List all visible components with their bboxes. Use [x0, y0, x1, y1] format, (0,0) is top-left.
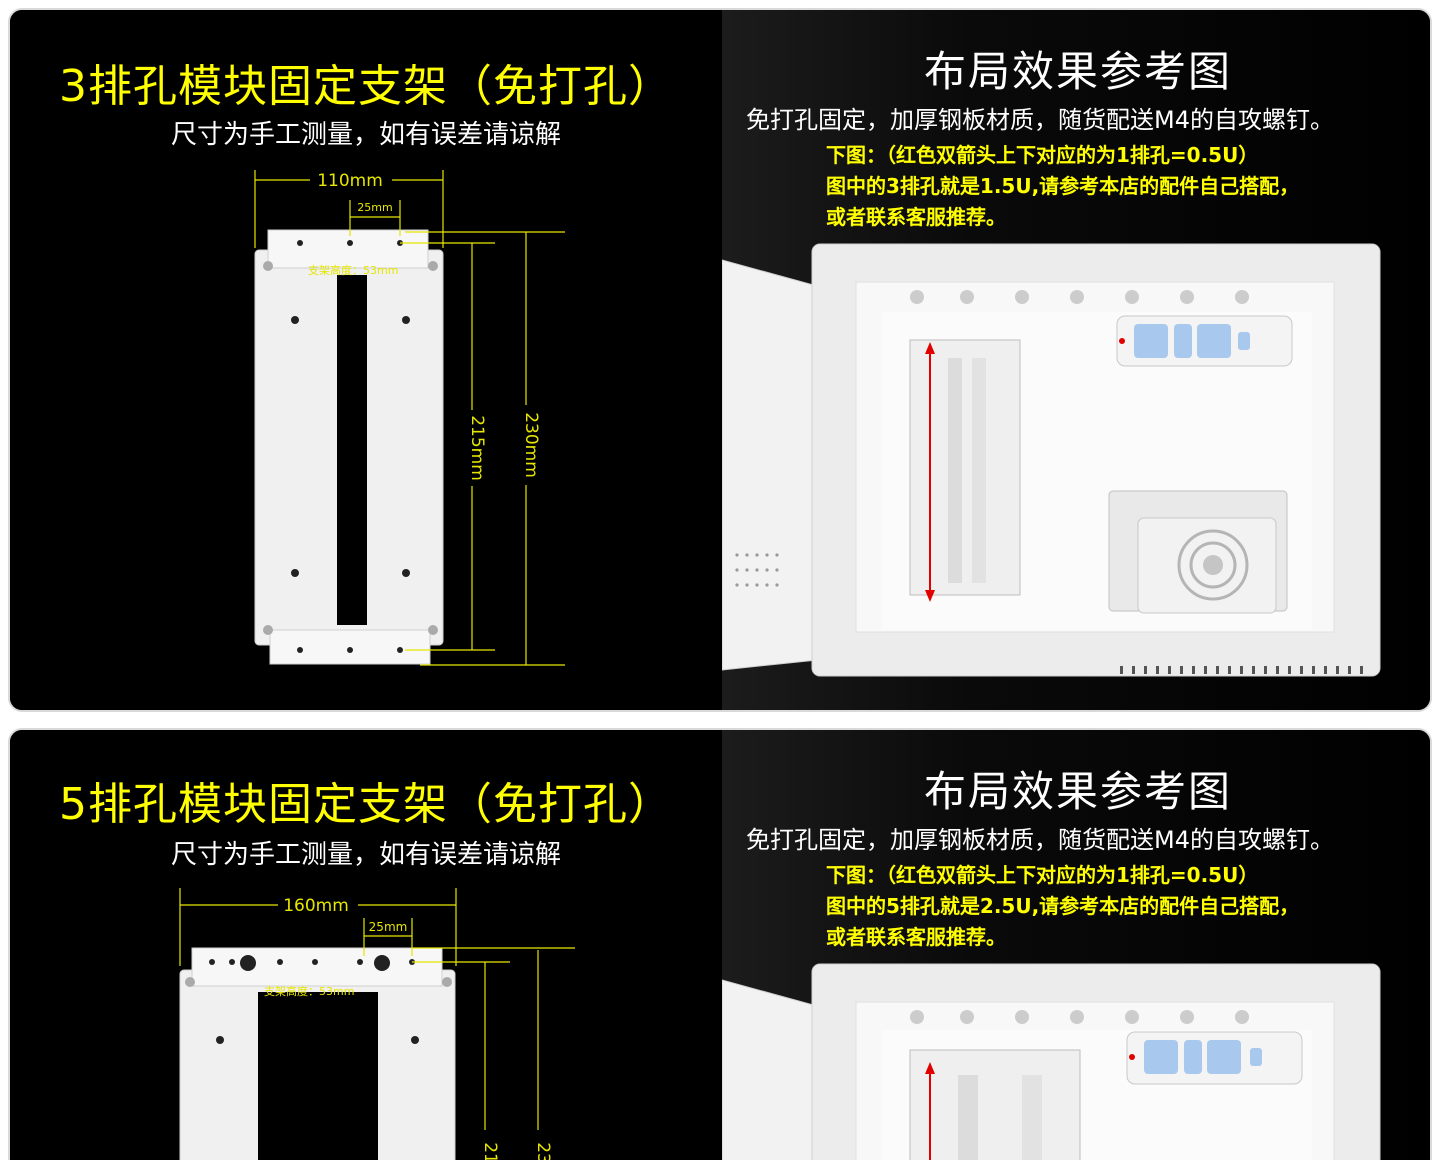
- bracket-height-label: 支架高度：53mm: [308, 263, 398, 277]
- panel-title: 3排孔模块固定支架（免打孔）: [59, 61, 673, 112]
- hole-spacing-label: 25mm: [369, 920, 408, 934]
- note-line-1: 下图：（红色双箭头上下对应的为1排孔=0.5U）: [826, 143, 1259, 167]
- note-line-3: 或者联系客服推荐。: [826, 925, 1006, 949]
- dimension-lines: [254, 170, 565, 666]
- dimension-lines: [179, 888, 575, 1130]
- dimension-section: 3排孔模块固定支架（免打孔） 尺寸为手工测量，如有误差请谅解: [10, 10, 722, 710]
- note-line-2: 图中的3排孔就是1.5U,请参考本店的配件自己搭配，: [826, 174, 1300, 198]
- bracket-diagram: 160mm 25mm 支架高度：53mm 215mm 230mm: [179, 888, 575, 1160]
- dimension-section: 5排孔模块固定支架（免打孔） 尺寸为手工测量，如有误差请谅解: [10, 730, 722, 1160]
- panel-subtitle: 尺寸为手工测量，如有误差请谅解: [170, 120, 561, 150]
- panel-subtitle: 尺寸为手工测量，如有误差请谅解: [170, 840, 561, 870]
- layout-reference-section: 布局效果参考图 免打孔固定，加厚钢板材质，随货配送M4的自攻螺钉。 下图：（红色…: [722, 10, 1430, 710]
- installed-bracket: [909, 339, 1021, 596]
- reference-note: 下图：（红色双箭头上下对应的为1排孔=0.5U） 图中的3排孔就是1.5U,请参…: [826, 140, 1299, 233]
- note-line-2: 图中的5排孔就是2.5U,请参考本店的配件自己搭配，: [826, 894, 1300, 918]
- outer-height-label: 230mm: [533, 1142, 553, 1160]
- inner-height-label: 215mm: [467, 415, 487, 481]
- note-line-1: 下图：（红色双箭头上下对应的为1排孔=0.5U）: [826, 863, 1259, 887]
- width-label: 160mm: [283, 896, 349, 916]
- installed-bracket: [909, 1049, 1081, 1160]
- panel-title: 5排孔模块固定支架（免打孔）: [59, 779, 673, 830]
- hole-spacing-label: 25mm: [357, 201, 392, 214]
- product-panel-3-row: 3排孔模块固定支架（免打孔） 尺寸为手工测量，如有误差请谅解: [8, 8, 1432, 712]
- reference-subtitle: 免打孔固定，加厚钢板材质，随货配送M4的自攻螺钉。: [746, 826, 1334, 854]
- reference-title: 布局效果参考图: [923, 767, 1232, 816]
- outer-height-label: 230mm: [521, 412, 541, 478]
- product-panel-5-row: 5排孔模块固定支架（免打孔） 尺寸为手工测量，如有误差请谅解: [8, 728, 1432, 1160]
- width-label: 110mm: [317, 171, 383, 191]
- cabinet-door: [722, 259, 818, 671]
- cabinet-door: [722, 979, 818, 1160]
- bracket-diagram: 110mm 25mm 支架高度：53mm 215mm 230mm: [254, 170, 565, 666]
- layout-reference-section: 布局效果参考图 免打孔固定，加厚钢板材质，随货配送M4的自攻螺钉。 下图：（红色…: [722, 730, 1430, 1160]
- bracket-3-row: [254, 229, 444, 665]
- note-line-3: 或者联系客服推荐。: [826, 205, 1006, 229]
- inner-height-label: 215mm: [480, 1142, 500, 1160]
- cabinet-photo: [722, 243, 1381, 677]
- reference-title: 布局效果参考图: [923, 47, 1232, 96]
- bracket-height-label: 支架高度：53mm: [264, 984, 354, 998]
- bracket-5-row: [179, 947, 456, 1160]
- cabinet-photo: [722, 963, 1381, 1160]
- reference-subtitle: 免打孔固定，加厚钢板材质，随货配送M4的自攻螺钉。: [746, 106, 1334, 134]
- reference-note: 下图：（红色双箭头上下对应的为1排孔=0.5U） 图中的5排孔就是2.5U,请参…: [826, 860, 1299, 953]
